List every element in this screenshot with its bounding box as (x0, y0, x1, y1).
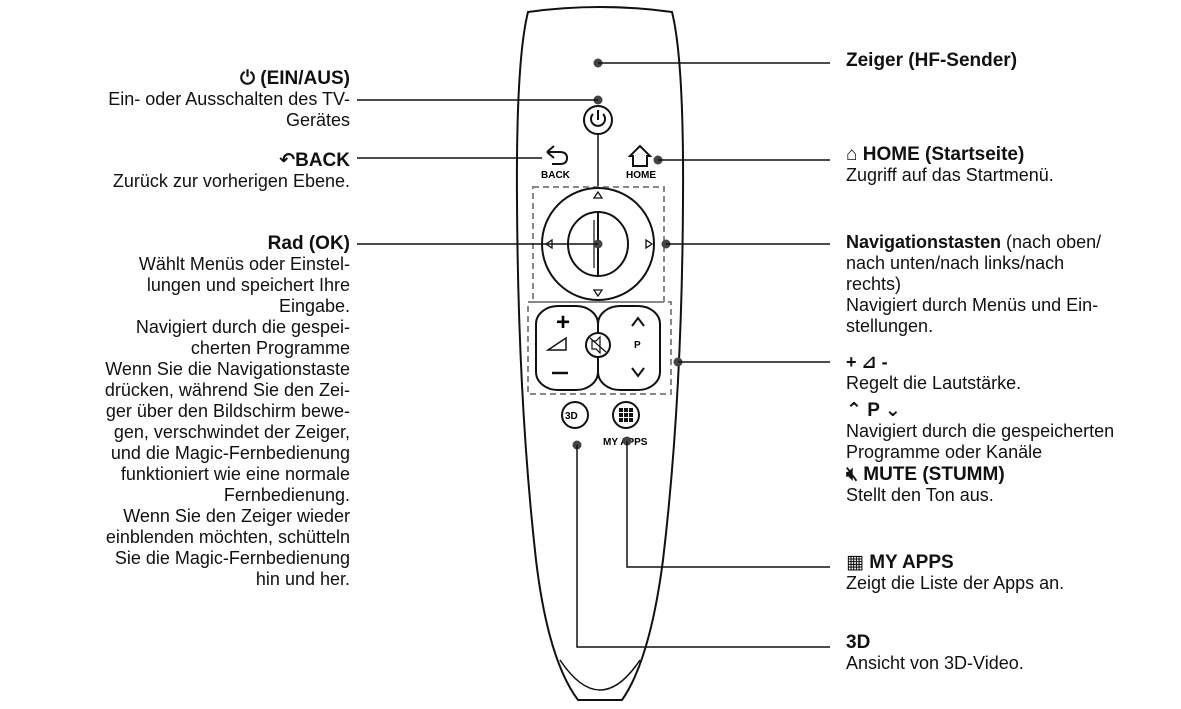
threed-section: 3D Ansicht von 3D-Video. (846, 632, 1176, 674)
wheel-desc-8: gen, verschwindet der Zeiger, (113, 422, 350, 442)
pointer-section: Zeiger (HF-Sender) (846, 50, 1176, 71)
volprog-dashed-box (527, 301, 672, 395)
wheel-desc-5: Wenn Sie die Navigationstaste (105, 359, 350, 379)
nav-desc-1: rechts) (846, 274, 902, 294)
wheel-desc-6: drücken, während Sie den Zei- (104, 380, 350, 400)
mute-icon: 🔇︎ (846, 464, 864, 485)
power-desc-1: Ein- oder Ausschalten des TV- (108, 89, 350, 109)
nav-desc-2: Navigiert durch Menüs und Ein- (846, 295, 1099, 315)
mute-desc: Stellt den Ton aus. (846, 485, 994, 505)
back-arrow-icon: ↶ (279, 150, 296, 171)
nav-desc-3: stellungen. (846, 316, 934, 336)
home-desc: Zugriff auf das Startmenü. (846, 165, 1054, 185)
nav-desc-0: nach unten/nach links/nach (846, 253, 1065, 273)
home-button[interactable] (627, 144, 653, 167)
volume-wedge-icon (545, 336, 567, 351)
chevron-up-icon: ⌃ (846, 400, 868, 421)
nav-title: Navigationstasten (846, 232, 1002, 252)
nav-right-arrow (645, 238, 654, 250)
myapps-title: ▦ MY APPS (846, 552, 954, 573)
pointer-title: Zeiger (HF-Sender) (846, 50, 1018, 71)
back-button[interactable] (546, 145, 569, 165)
power-desc-2: Gerätes (285, 110, 350, 130)
threed-button-label: 3D (565, 411, 578, 422)
program-down-icon (631, 367, 645, 378)
nav-down-arrow (592, 289, 604, 298)
back-desc: Zurück zur vorherigen Ebene. (112, 171, 350, 191)
grid-icon: ▦ (846, 552, 870, 573)
threed-desc: Ansicht von 3D-Video. (846, 653, 1024, 673)
power-icon: ⏻ (239, 68, 261, 89)
power-icon (590, 113, 606, 127)
wheel-desc-0: Wählt Menüs oder Einstel- (138, 254, 350, 274)
remote-bottom-shade (559, 659, 641, 691)
wheel-desc-2: Eingabe. (278, 296, 350, 316)
nav-up-arrow (592, 190, 604, 199)
wheel-desc-14: Sie die Magic-Fernbedienung (114, 548, 350, 568)
power-section: ⏻ (EIN/AUS) Ein- oder Ausschalten des TV… (0, 68, 350, 131)
nav-title-suffix: (nach oben/ (1001, 232, 1102, 252)
wheel-desc-4: cherten Programme (190, 338, 350, 358)
program-p-label: P (634, 340, 641, 351)
home-icon: ⌂ (846, 144, 863, 165)
wheel-desc-13: einblenden möchten, schütteln (105, 527, 350, 547)
home-button-label: HOME (626, 170, 656, 181)
nav-title-line: Navigationstasten (nach oben/ (846, 232, 1176, 253)
wheel-desc-10: funktioniert wie eine normale (120, 464, 350, 484)
volume-desc: Regelt die Lautstärke. (846, 373, 1022, 393)
wheel-section: Rad (OK) Wählt Menüs oder Einstel- lunge… (0, 233, 350, 590)
back-button-label: BACK (541, 170, 571, 181)
callout-myapps (626, 441, 830, 568)
mute-icon (591, 335, 601, 355)
wheel-desc-9: und die Magic-Fernbedienung (110, 443, 350, 463)
volume-title: + ⊿ - (846, 352, 888, 372)
back-section: ↶BACK Zurück zur vorherigen Ebene. (0, 150, 350, 192)
grid-icon (619, 408, 633, 422)
nav-section: Navigationstasten (nach oben/ nach unten… (846, 232, 1176, 337)
power-title: ⏻ (EIN/AUS) (239, 68, 350, 89)
program-up-icon (631, 316, 645, 327)
threed-title: 3D (846, 632, 871, 653)
wheel-title: Rad (OK) (267, 233, 350, 254)
wheel-desc-12: Wenn Sie den Zeiger wieder (123, 506, 350, 526)
wheel-desc-11: Fernbedienung. (223, 485, 350, 505)
wheel-desc-15: hin und her. (255, 569, 350, 589)
wheel-desc-7: ger über den Bildschirm bewe- (105, 401, 350, 421)
back-title: ↶BACK (279, 150, 350, 171)
volume-plus-sign: + (556, 309, 570, 336)
volume-section: + ⊿ - Regelt die Lautstärke. (846, 352, 1176, 394)
chevron-down-icon: ⌄ (879, 400, 901, 421)
home-section: ⌂ HOME (Startseite) Zugriff auf das Star… (846, 144, 1176, 186)
wheel-desc-1: lungen und speichert Ihre (146, 275, 350, 295)
threed-button (561, 401, 589, 429)
myapps-desc: Zeigt die Liste der Apps an. (846, 573, 1065, 593)
mute-title: 🔇︎ MUTE (STUMM) (846, 464, 1005, 485)
program-desc-1: Navigiert durch die gespeicherten (846, 421, 1115, 441)
program-desc-2: Programme oder Kanäle (846, 442, 1043, 462)
home-title: ⌂ HOME (Startseite) (846, 144, 1025, 165)
program-title: ⌃ P ⌄ (846, 400, 901, 421)
callout-threed (576, 445, 830, 648)
myapps-section: ▦ MY APPS Zeigt die Liste der Apps an. (846, 552, 1176, 594)
wheel-desc-3: Navigiert durch die gespei- (135, 317, 350, 337)
program-section: ⌃ P ⌄ Navigiert durch die gespeicherten … (846, 400, 1181, 463)
mute-section: 🔇︎ MUTE (STUMM) Stellt den Ton aus. (846, 464, 1176, 506)
